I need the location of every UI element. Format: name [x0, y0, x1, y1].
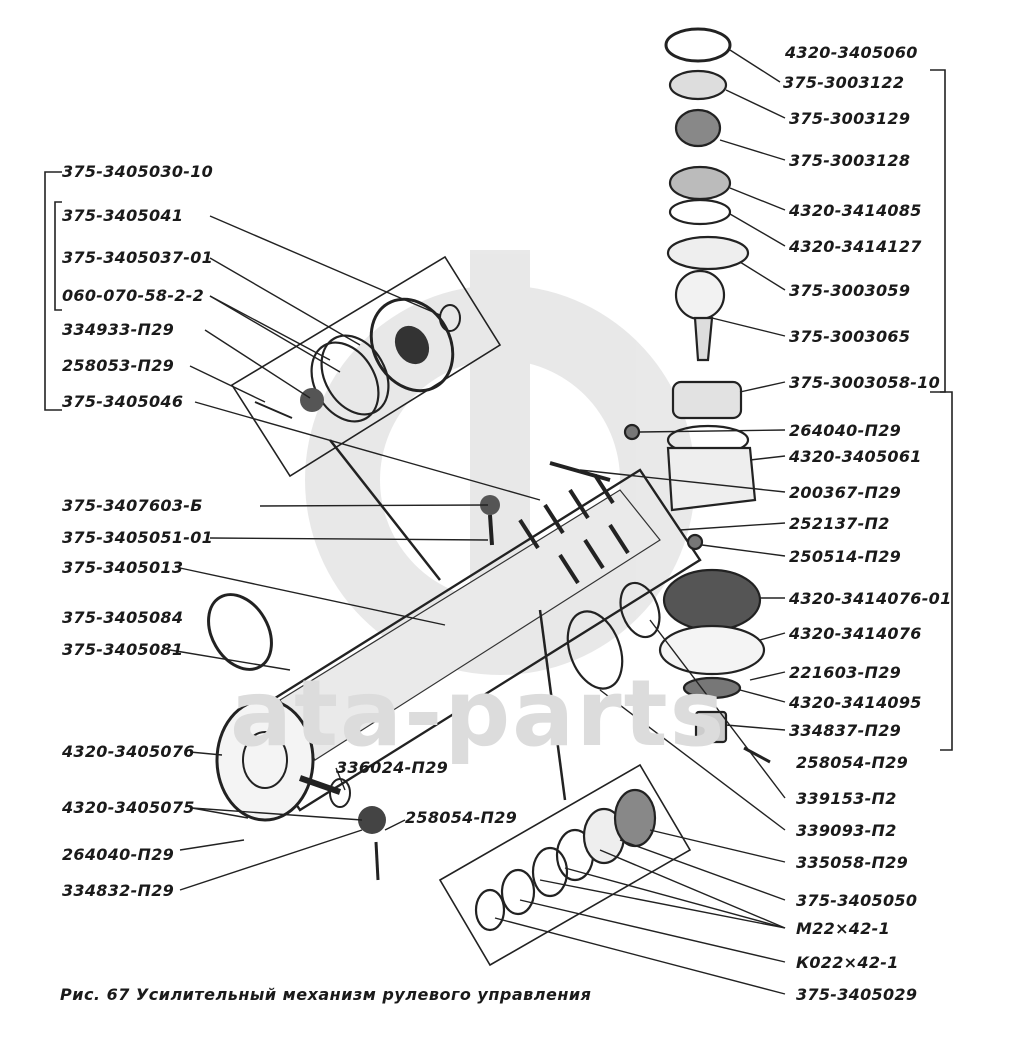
- leader-inset-2: [538, 609, 567, 801]
- part-label: 335058-П29: [796, 853, 909, 872]
- valve-stack: [566, 27, 771, 764]
- part-label: 221603-П29: [789, 663, 902, 682]
- part-label: 375-3003058-10: [789, 373, 941, 392]
- part-label: 375-3405030-10: [62, 162, 214, 181]
- part-label: М22×42-1: [796, 919, 891, 938]
- part-label: 375-3407603-Б: [62, 496, 203, 515]
- watermark-text: ata-parts: [230, 660, 727, 767]
- part-label: 200367-П29: [789, 483, 902, 502]
- part-label: 375-3405084: [62, 608, 184, 627]
- figure-caption: Рис. 67 Усилительный механизм рулевого у…: [60, 985, 592, 1004]
- part-label: 375-3405041: [62, 206, 184, 225]
- part-label: 334933-П29: [62, 320, 175, 339]
- inset-seal-group: [438, 763, 692, 967]
- part-label: 4320-3405061: [789, 447, 922, 466]
- part-label: 264040-П29: [789, 421, 902, 440]
- part-label: 4320-3405060: [785, 43, 918, 62]
- part-label: 334832-П29: [62, 881, 175, 900]
- part-label: К022×42-1: [796, 953, 899, 972]
- part-label: 258054-П29: [405, 808, 518, 827]
- bracket-left-group: [44, 171, 62, 411]
- part-label: 336024-П29: [336, 758, 449, 777]
- part-label: 375-3003129: [789, 109, 911, 128]
- part-label: 339093-П2: [796, 821, 897, 840]
- part-label: 258053-П29: [62, 356, 175, 375]
- part-label: 4320-3405076: [62, 742, 195, 761]
- part-label: 334837-П29: [789, 721, 902, 740]
- part-label: 258054-П29: [796, 753, 909, 772]
- inset-piston-group: [230, 255, 502, 478]
- part-label: 060-070-58-2-2: [62, 286, 205, 305]
- part-label: 252137-П2: [789, 514, 890, 533]
- part-label: 4320-3414127: [789, 237, 922, 256]
- leader-lines-right: [494, 49, 786, 995]
- leader-inset-1: [329, 439, 441, 581]
- part-label: 4320-3414076: [789, 624, 922, 643]
- part-label: 250514-П29: [789, 547, 902, 566]
- part-label: 375-3405046: [62, 392, 184, 411]
- leader-lines-left: [169, 215, 541, 891]
- bracket-left-subgroup: [54, 201, 62, 311]
- part-label: 375-3405029: [796, 985, 918, 1004]
- part-label: 375-3405081: [62, 640, 184, 659]
- part-label: 4320-3414095: [789, 693, 922, 712]
- part-label: 375-3003122: [783, 73, 905, 92]
- part-label: 264040-П29: [62, 845, 175, 864]
- part-label: 375-3003065: [789, 327, 911, 346]
- steering-gear-housing: [207, 461, 702, 881]
- part-label: 375-3405013: [62, 558, 184, 577]
- part-label: 339153-П2: [796, 789, 897, 808]
- part-label: 4320-3405075: [62, 798, 195, 817]
- part-label: 4320-3414076-01: [789, 589, 952, 608]
- part-label: 375-3405050: [796, 891, 918, 910]
- bracket-right-upper: [930, 69, 946, 393]
- part-label: 4320-3414085: [789, 201, 922, 220]
- part-label: 375-3003128: [789, 151, 911, 170]
- part-label: 375-3405051-01: [62, 528, 214, 547]
- part-label: 375-3003059: [789, 281, 911, 300]
- bracket-right-lower: [940, 391, 953, 751]
- part-label: 375-3405037-01: [62, 248, 214, 267]
